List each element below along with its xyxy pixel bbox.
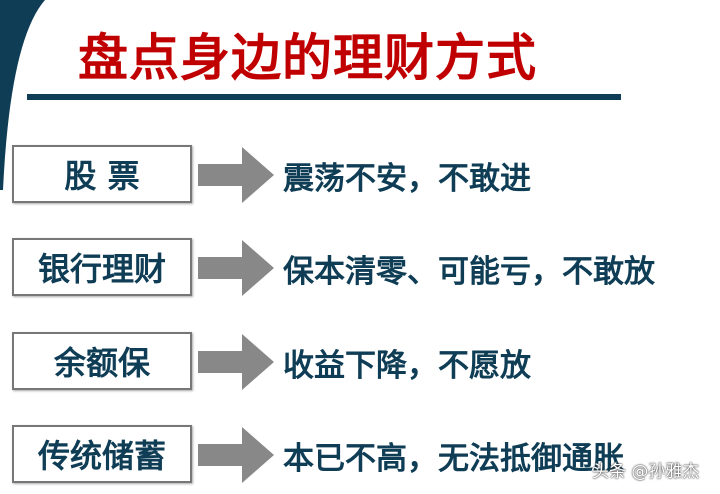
corner-decoration bbox=[0, 0, 45, 190]
category-box: 银行理财 bbox=[12, 238, 192, 296]
arrow-right-icon bbox=[198, 240, 274, 296]
list-item: 传统储蓄 本已不高，无法抵御通胀 bbox=[12, 425, 712, 483]
arrow-right-icon bbox=[198, 334, 274, 390]
list-item: 余额保 收益下降，不愿放 bbox=[12, 332, 712, 390]
category-box: 余额保 bbox=[12, 332, 192, 390]
description: 收益下降，不愿放 bbox=[283, 348, 531, 384]
category-box: 传统储蓄 bbox=[12, 425, 192, 483]
arrow-right-icon bbox=[198, 427, 274, 483]
description: 震荡不安，不敢进 bbox=[283, 161, 531, 197]
description: 本已不高，无法抵御通胀 bbox=[283, 441, 624, 477]
title-divider bbox=[27, 94, 621, 100]
list-item: 银行理财 保本清零、可能亏，不敢放 bbox=[12, 238, 712, 296]
description: 保本清零、可能亏，不敢放 bbox=[283, 254, 655, 290]
list-item: 股 票 震荡不安，不敢进 bbox=[12, 145, 712, 203]
page-title: 盘点身边的理财方式 bbox=[78, 29, 537, 87]
category-box: 股 票 bbox=[12, 145, 192, 203]
arrow-right-icon bbox=[198, 147, 274, 203]
watermark: 头条 @孙雅杰 bbox=[592, 462, 700, 482]
